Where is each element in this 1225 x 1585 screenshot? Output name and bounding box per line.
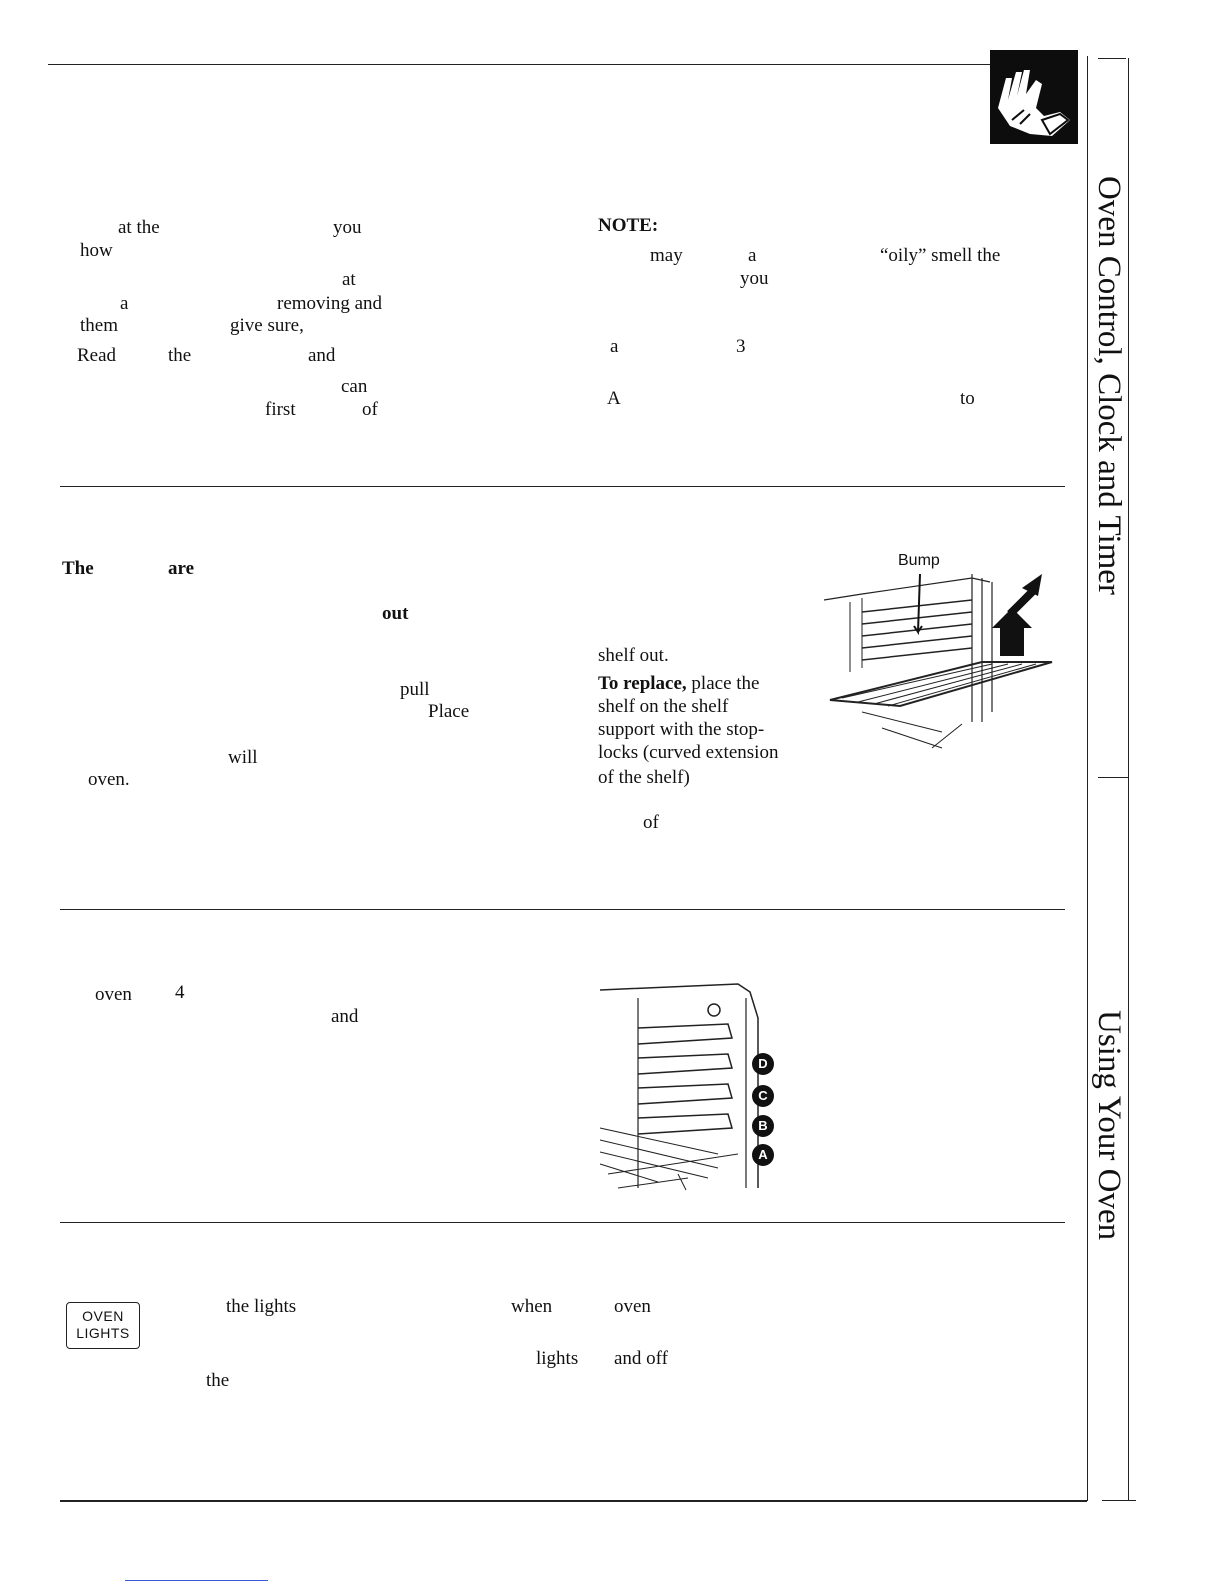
intro-word: the [168, 345, 192, 366]
side-rule-left [1087, 56, 1088, 1501]
oven-lights-label-2: LIGHTS [76, 1325, 130, 1341]
shelf-positions-figure: D C B A [598, 978, 798, 1193]
shelves-word: pull [400, 679, 430, 700]
replace-bold: To replace, [598, 673, 687, 694]
bottom-rule-right [1102, 1500, 1136, 1501]
top-rule-right [1098, 58, 1126, 59]
intro-word: at [342, 269, 356, 290]
shelves-word: of [643, 812, 659, 833]
note-word: may [650, 245, 683, 266]
positions-word: oven [95, 984, 132, 1005]
intro-word: first [265, 399, 296, 420]
shelves-word: will [228, 747, 258, 768]
lights-word: the lights [226, 1296, 297, 1317]
shelf-out-text: shelf out. [598, 645, 669, 666]
hand-press-icon [990, 50, 1078, 144]
shelves-word: The [62, 558, 94, 579]
shelves-word: Place [428, 701, 470, 722]
section-divider [60, 1222, 1065, 1223]
lights-word: oven [614, 1296, 651, 1317]
note-word: a [610, 336, 619, 357]
top-rule [48, 64, 993, 65]
shelf-position-label: B [752, 1115, 774, 1137]
side-tab-using-oven[interactable]: Using Your Oven [1091, 1010, 1127, 1241]
bottom-rule [60, 1500, 1087, 1502]
intro-word: give sure, [230, 315, 304, 336]
intro-word: how [80, 240, 113, 261]
note-heading: NOTE: [598, 215, 659, 236]
replace-line: of the shelf) [598, 767, 690, 788]
intro-word: and [308, 345, 336, 366]
section-divider [60, 909, 1065, 910]
replace-line: shelf on the shelf [598, 696, 729, 717]
side-rule-right [1128, 58, 1129, 1500]
positions-word: and [331, 1006, 359, 1027]
shelf-position-label: A [752, 1144, 774, 1166]
shelf-removal-figure: Bump [822, 552, 1062, 772]
intro-word: at the [118, 217, 160, 238]
lights-word: when [511, 1296, 553, 1317]
intro-word: of [362, 399, 378, 420]
intro-word: can [341, 376, 368, 397]
intro-word: Read [77, 345, 117, 366]
note-word: A [607, 388, 621, 409]
shelf-position-label: D [752, 1053, 774, 1075]
note-word: 3 [736, 336, 746, 357]
intro-word: you [333, 217, 362, 238]
oven-lights-button[interactable]: OVEN LIGHTS [66, 1302, 140, 1349]
bump-label: Bump [898, 552, 940, 569]
shelves-word: out [382, 603, 409, 624]
shelf-position-label: C [752, 1085, 774, 1107]
intro-word: them [80, 315, 118, 336]
side-tab-divider [1098, 777, 1128, 778]
note-word: “oily” smell the [880, 245, 1001, 266]
replace-line: support with the stop- [598, 719, 765, 740]
shelves-word: oven. [88, 769, 130, 790]
replace-rest: place the [691, 673, 760, 694]
replace-line: locks (curved extension [598, 742, 779, 763]
lights-word: the [206, 1370, 230, 1391]
note-word: to [960, 388, 975, 409]
positions-word: 4 [175, 982, 185, 1003]
note-word: a [748, 245, 757, 266]
oven-lights-label-1: OVEN [82, 1308, 124, 1324]
lights-word: and off [614, 1348, 668, 1369]
replace-line: To replace, place the [598, 674, 759, 693]
shelves-word: are [168, 558, 195, 579]
intro-word: a [120, 293, 129, 314]
intro-word: removing and [277, 293, 383, 314]
footer-link-underline[interactable] [125, 1580, 268, 1581]
lights-word: lights [536, 1348, 579, 1369]
note-word: you [740, 268, 769, 289]
side-tab-oven-control[interactable]: Oven Control, Clock and Timer [1091, 176, 1127, 595]
section-divider [60, 486, 1065, 487]
